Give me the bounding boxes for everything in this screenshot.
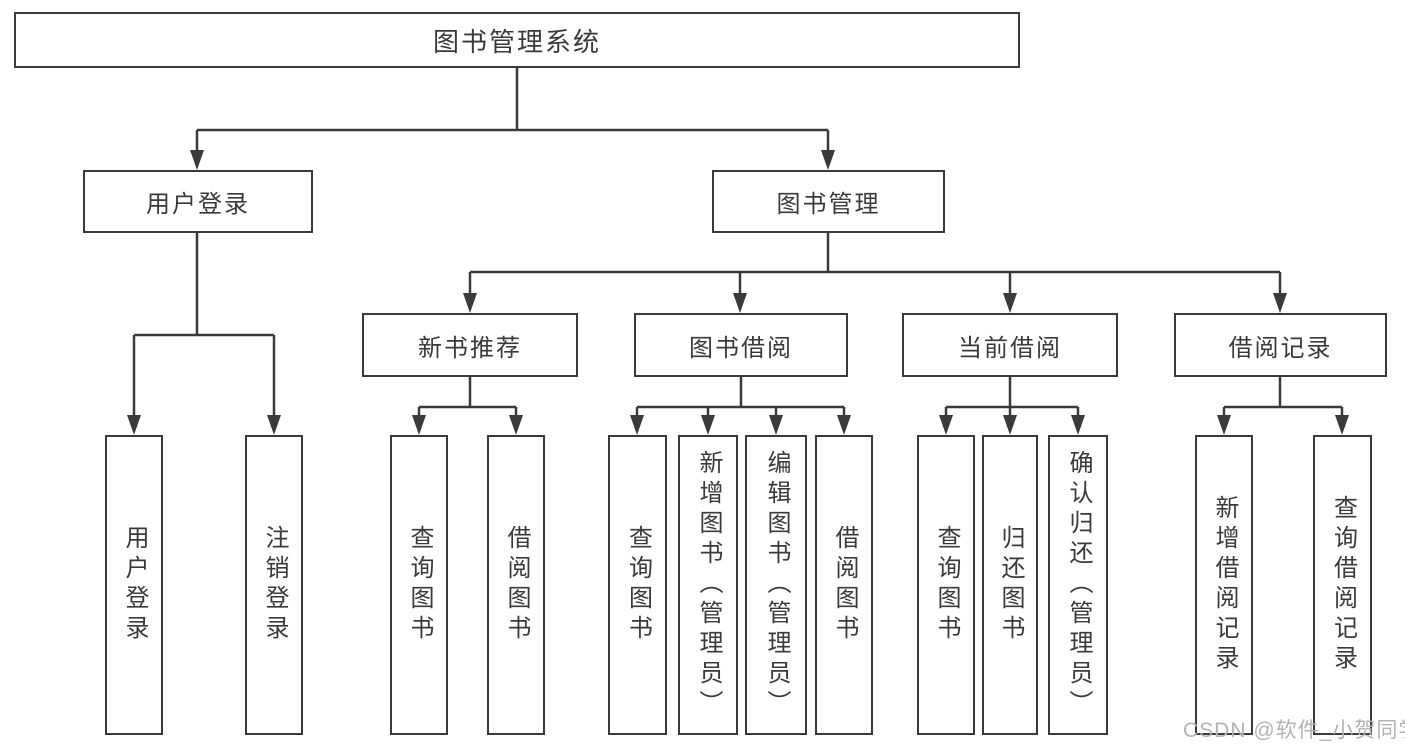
leaf-query-books-borrow: 查询图书 [608, 435, 667, 735]
node-current-borrow: 当前借阅 [902, 313, 1118, 377]
leaf-label: 查询图书 [933, 525, 960, 645]
leaf-query-books-current: 查询图书 [917, 435, 975, 735]
leaf-borrow-books-recommend: 借阅图书 [487, 435, 545, 735]
node-label: 图书管理 [776, 191, 881, 218]
node-user-login: 用户登录 [83, 170, 313, 233]
leaf-confirm-return-admin: 确认归还（管理员） [1048, 435, 1108, 735]
leaf-label: 确认归还（管理员） [1065, 450, 1092, 720]
node-label: 用户登录 [146, 191, 250, 218]
leaf-label: 查询图书 [406, 525, 433, 645]
node-label: 图书管理系统 [432, 26, 601, 57]
leaf-add-borrow-record: 新增借阅记录 [1195, 435, 1253, 735]
node-library-management-system: 图书管理系统 [14, 12, 1020, 68]
leaf-label: 注销登录 [261, 525, 288, 645]
leaf-label: 查询借阅记录 [1329, 495, 1357, 675]
leaf-label: 编辑图书（管理员） [763, 450, 790, 720]
leaf-edit-books-admin: 编辑图书（管理员） [745, 435, 807, 735]
leaf-user-login: 用户登录 [105, 435, 163, 735]
leaf-query-books-recommend: 查询图书 [390, 435, 448, 735]
leaf-add-books-admin: 新增图书（管理员） [678, 435, 738, 735]
leaf-label: 新增借阅记录 [1211, 495, 1238, 675]
node-book-borrow: 图书借阅 [634, 313, 848, 377]
node-new-book-recommend: 新书推荐 [362, 313, 578, 377]
node-label: 借阅记录 [1228, 334, 1333, 362]
leaf-label: 归还图书 [997, 525, 1024, 645]
csdn-watermark: CSDN @软件_小贺同学 [1183, 719, 1405, 742]
node-label: 新书推荐 [418, 334, 522, 362]
node-book-management: 图书管理 [712, 170, 945, 233]
leaf-label: 借阅图书 [831, 525, 858, 645]
node-label: 当前借阅 [958, 334, 1062, 362]
leaf-label: 用户登录 [121, 525, 148, 645]
leaf-label: 查询图书 [624, 525, 652, 645]
leaf-borrow-books: 借阅图书 [815, 435, 873, 735]
leaf-label: 新增图书（管理员） [695, 450, 722, 720]
leaf-logout-login: 注销登录 [245, 435, 303, 735]
leaf-label: 借阅图书 [503, 525, 530, 645]
node-label: 图书借阅 [689, 334, 793, 362]
leaf-query-borrow-record: 查询借阅记录 [1313, 435, 1372, 735]
leaf-return-books: 归还图书 [982, 435, 1038, 735]
node-borrow-records: 借阅记录 [1174, 313, 1387, 377]
